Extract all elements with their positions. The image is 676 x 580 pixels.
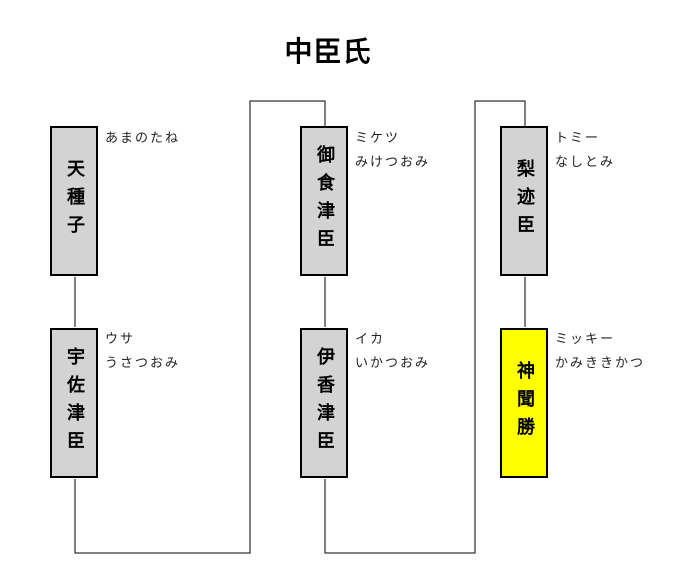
hiragana-reading: かみききかつ	[555, 356, 646, 371]
connector-4-5	[324, 100, 526, 554]
reading-nashitomi: トミー なしとみ	[555, 127, 615, 175]
connector-2-3	[74, 100, 326, 554]
node-name: 伊香津臣	[314, 347, 335, 459]
hiragana-reading: いかつおみ	[355, 356, 431, 371]
reading-ika-tsu-omi: イカ いかつおみ	[355, 328, 430, 376]
hiragana-reading: あまのたね	[105, 131, 181, 146]
reading-kamikikikatsu: ミッキー かみききかつ	[555, 328, 645, 376]
node-name: 神聞勝	[514, 361, 535, 445]
katakana-nickname: トミー	[555, 131, 601, 146]
node-kamikikikatsu: 神聞勝	[500, 328, 548, 478]
node-name: 御食津臣	[314, 145, 335, 257]
reading-ame-no-tane: あまのたね	[105, 127, 180, 151]
node-ika-tsu-omi: 伊香津臣	[300, 328, 348, 478]
reading-usa-tsu-omi: ウサ うさつおみ	[105, 328, 180, 376]
node-ame-no-tane: 天種子	[50, 126, 98, 276]
node-usa-tsu-omi: 宇佐津臣	[50, 328, 98, 478]
node-name: 天種子	[64, 159, 85, 243]
node-miketsu-omi: 御食津臣	[300, 126, 348, 276]
hiragana-reading: みけつおみ	[355, 155, 431, 170]
node-name: 宇佐津臣	[64, 347, 85, 459]
node-nashitomi: 梨迹臣	[500, 126, 548, 276]
diagram-title: 中臣氏	[284, 35, 372, 68]
katakana-nickname: イカ	[355, 332, 386, 347]
hiragana-reading: うさつおみ	[105, 356, 181, 371]
node-name: 梨迹臣	[514, 159, 535, 243]
katakana-nickname: ミッキー	[555, 332, 616, 347]
katakana-nickname: ウサ	[105, 332, 136, 347]
katakana-nickname: ミケツ	[355, 131, 401, 146]
hiragana-reading: なしとみ	[555, 155, 616, 170]
reading-miketsu-omi: ミケツ みけつおみ	[355, 127, 430, 175]
